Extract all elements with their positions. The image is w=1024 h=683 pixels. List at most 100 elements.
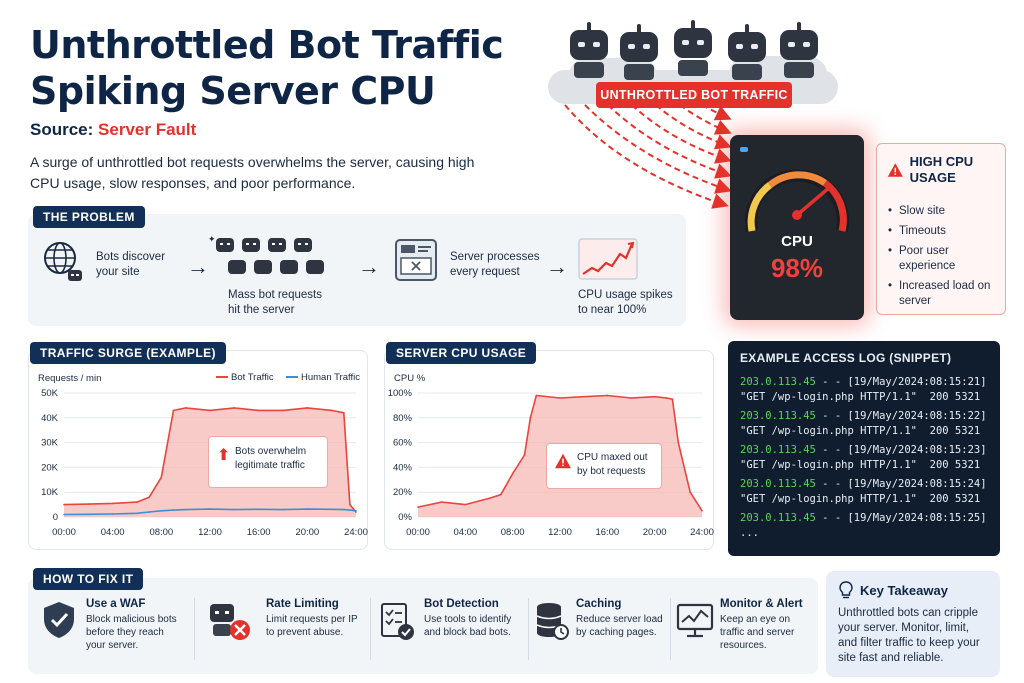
- fix-desc: Use tools to identify and block bad bots…: [424, 614, 512, 638]
- log-entry: 203.0.113.45 - - [19/May/2024:08:15:24]"…: [740, 477, 988, 507]
- cpu-data-point: [417, 506, 419, 508]
- problem-step-4: CPU usage spikes to near 100%: [578, 289, 673, 316]
- legend-human: Human Traffic: [301, 372, 360, 383]
- cpu-data-point: [511, 472, 514, 475]
- takeaway-title: Key Takeaway: [860, 582, 948, 598]
- alert-item: Slow site: [887, 204, 995, 219]
- bot-data-point: [209, 409, 211, 412]
- bot-data-point: [355, 511, 357, 513]
- human-data-point: [257, 508, 260, 511]
- alert-item: Poor user experience: [887, 244, 995, 274]
- warning-icon: [887, 163, 903, 177]
- bot-icon: [568, 22, 610, 78]
- log-ip: 203.0.113.45: [740, 512, 816, 524]
- alert-list: Slow site Timeouts Poor user experience …: [887, 204, 995, 309]
- y-tick-label: 80%: [393, 413, 413, 424]
- bot-data-point: [349, 503, 351, 506]
- x-tick-label: 12:00: [548, 527, 572, 538]
- fix-desc: Block malicious bots before they reach y…: [86, 614, 177, 651]
- y-tick-label: 10K: [41, 487, 59, 498]
- human-data-point: [349, 509, 351, 511]
- bot-icon: [778, 22, 820, 78]
- bot-data-point: [306, 407, 309, 409]
- log-ip: 203.0.113.45: [740, 376, 816, 388]
- x-tick-label: 00:00: [406, 527, 430, 538]
- y-axis-label: CPU %: [394, 373, 426, 384]
- bot-data-point: [87, 503, 90, 505]
- fix-item-monitor: Monitor & Alert Keep an eye on traffic a…: [720, 598, 812, 652]
- cpu-data-point: [523, 454, 526, 456]
- source-name: Server Fault: [98, 120, 197, 139]
- bot-data-point: [172, 409, 175, 412]
- bot-data-point: [184, 407, 187, 409]
- takeaway-text: Unthrottled bots can cripple your server…: [838, 607, 980, 664]
- bot-data-point: [282, 409, 284, 412]
- bot-data-point: [160, 476, 163, 479]
- traffic-chart-tag: TRAFFIC SURGE (EXAMPLE): [30, 342, 226, 364]
- cpu-data-point: [464, 503, 467, 506]
- cpu-data-point: [689, 491, 691, 493]
- access-log-title: EXAMPLE ACCESS LOG (SNIPPET): [740, 351, 952, 365]
- log-timestamp: - - [19/May/2024:08:15:22]: [815, 410, 987, 422]
- x-tick-label: 12:00: [198, 527, 222, 538]
- human-data-point: [233, 508, 236, 511]
- problem-section: [28, 214, 686, 326]
- human-data-point: [330, 508, 333, 511]
- fix-tag: HOW TO FIX IT: [33, 568, 144, 590]
- y-tick-label: 100%: [388, 388, 413, 399]
- cpu-chart-tag: SERVER CPU USAGE: [386, 342, 537, 364]
- x-tick-label: 00:00: [52, 527, 76, 538]
- log-entry: 203.0.113.45 - - [19/May/2024:08:15:21]"…: [740, 375, 988, 405]
- log-request: "GET /wp-login.php HTTP/1.1" 200 5321: [740, 425, 981, 437]
- bot-swarm-icon: ✦: [208, 234, 324, 274]
- warning-icon: [555, 453, 571, 469]
- access-log-panel: EXAMPLE ACCESS LOG (SNIPPET) 203.0.113.4…: [728, 341, 1000, 556]
- bot-data-point: [63, 503, 65, 506]
- y-tick-label: 20K: [41, 462, 59, 473]
- log-timestamp: - - [19/May/2024:08:15:23]: [815, 444, 987, 456]
- traffic-annotation: Bots overwhelm legitimate traffic: [235, 446, 307, 471]
- x-tick-label: 04:00: [453, 527, 477, 538]
- high-cpu-alert: HIGH CPU USAGE Slow site Timeouts Poor u…: [876, 143, 1006, 315]
- fix-title: Bot Detection: [424, 598, 499, 610]
- fix-item-waf: Use a WAF Block malicious bots before th…: [86, 598, 186, 652]
- bot-data-point: [148, 496, 150, 498]
- human-data-point: [306, 508, 309, 510]
- shield-icon: [44, 602, 74, 638]
- x-tick-label: 16:00: [595, 527, 619, 538]
- bot-icon: [672, 20, 714, 76]
- checklist-icon: [381, 603, 414, 640]
- log-entry: 203.0.113.45 - - [19/May/2024:08:15:23]"…: [740, 443, 988, 473]
- human-data-point: [111, 513, 114, 515]
- y-tick-label: 30K: [41, 438, 59, 449]
- human-data-point: [148, 511, 150, 513]
- fix-desc: Keep an eye on traffic and server resour…: [720, 614, 795, 651]
- server-led: [740, 147, 748, 152]
- cpu-data-point: [701, 510, 703, 512]
- y-tick-label: 40%: [393, 462, 413, 473]
- bot-traffic-label: UNTHROTTLED BOT TRAFFIC: [596, 82, 792, 108]
- fix-desc: Limit requests per IP to prevent abuse.: [266, 614, 358, 638]
- x-tick-label: 04:00: [101, 527, 125, 538]
- source-label: Source:: [30, 120, 94, 139]
- log-request: "GET /wp-login.php HTTP/1.1" 200 5321: [740, 493, 981, 505]
- fix-section: [28, 578, 818, 674]
- cpu-data-point: [440, 501, 443, 503]
- bot-data-point: [257, 409, 260, 412]
- human-data-point: [172, 509, 175, 511]
- up-arrow-icon: ⬆: [217, 447, 231, 464]
- human-data-point: [63, 513, 65, 516]
- x-tick-label: 16:00: [247, 527, 271, 538]
- arrow-right-icon: →: [187, 254, 209, 279]
- cpu-data-point: [529, 417, 532, 419]
- cpu-data-point: [500, 493, 502, 496]
- human-data-point: [160, 510, 163, 512]
- alert-item: Increased load on server: [887, 279, 995, 309]
- log-request: ...: [740, 527, 759, 539]
- log-entry: 203.0.113.45 - - [19/May/2024:08:15:22]"…: [740, 409, 988, 439]
- x-tick-label: 24:00: [344, 527, 368, 538]
- human-data-point: [87, 513, 90, 516]
- fix-title: Rate Limiting: [266, 598, 339, 610]
- subtitle: A surge of unthrottled bot requests over…: [30, 154, 475, 191]
- cpu-value: 98%: [770, 253, 824, 283]
